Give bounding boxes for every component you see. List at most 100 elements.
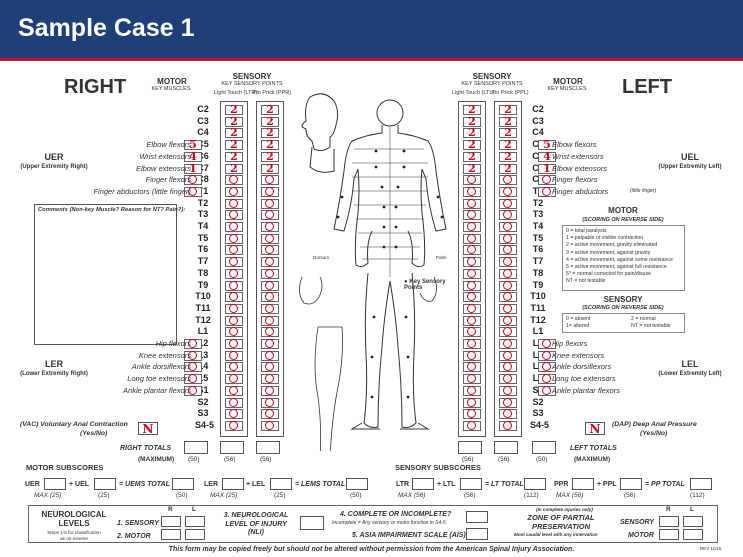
left-lt-zero-mark-l3 bbox=[467, 350, 476, 360]
uems-total-box[interactable] bbox=[172, 478, 194, 490]
left-pp-zero-mark-t12 bbox=[503, 315, 512, 325]
uel-sub-label: + UEL bbox=[69, 481, 90, 488]
left-lt-cell-c5[interactable] bbox=[463, 140, 481, 151]
lems-total-box[interactable] bbox=[346, 478, 368, 490]
ler-subscore-box[interactable] bbox=[222, 478, 244, 490]
right-lt-cell-c4[interactable] bbox=[225, 128, 243, 139]
right-motor-zero-mark-l4 bbox=[188, 362, 197, 372]
zpp-sensory-l-box[interactable] bbox=[683, 516, 703, 527]
uer-subscore-box[interactable] bbox=[44, 478, 66, 490]
right-pp-total-box[interactable] bbox=[256, 441, 280, 454]
left-pp-total-box[interactable] bbox=[494, 441, 518, 454]
zpp-motor-l-box[interactable] bbox=[683, 529, 703, 540]
uer-label: UER bbox=[44, 152, 64, 162]
right-lt-total-box[interactable] bbox=[220, 441, 244, 454]
uel-subscore-box[interactable] bbox=[94, 478, 116, 490]
right-key-muscles-heading: KEY MUSCLES bbox=[151, 86, 191, 92]
dap-answer-box[interactable]: N bbox=[585, 422, 605, 435]
right-pp-cell-c2[interactable] bbox=[261, 105, 279, 115]
ppr-subscore-box[interactable] bbox=[572, 478, 594, 490]
left-lt-zero-mark-t2 bbox=[467, 198, 476, 208]
zpp-l-heading: L bbox=[690, 506, 694, 513]
ler-sublabel: (Lower Extremity Right) bbox=[20, 371, 88, 377]
sensory-r-box[interactable] bbox=[161, 516, 181, 527]
right-muscle-c5: Elbow flexors bbox=[146, 140, 191, 150]
left-pp-cell-c3[interactable] bbox=[499, 116, 517, 127]
left-pp-cell-c6[interactable] bbox=[499, 151, 517, 162]
right-pp-cell-c4[interactable] bbox=[261, 128, 279, 139]
left-motor-cell-c7[interactable] bbox=[538, 163, 556, 174]
left-motor-zero-mark-t1 bbox=[542, 186, 551, 196]
ltl-subscore-box[interactable] bbox=[460, 478, 482, 490]
right-lt-cell-c7[interactable] bbox=[225, 163, 243, 174]
pp-total-box[interactable] bbox=[690, 478, 712, 490]
right-motor-total-box[interactable] bbox=[184, 441, 208, 454]
right-lt-zero-mark-t6 bbox=[229, 245, 238, 255]
right-motor-cell-c5[interactable] bbox=[184, 140, 202, 151]
left-motor-total-box[interactable] bbox=[532, 441, 556, 454]
right-lt-cell-c2[interactable] bbox=[225, 105, 243, 115]
sensory-l-box[interactable] bbox=[185, 516, 205, 527]
left-pp-value-c6: 2 bbox=[504, 149, 512, 163]
left-level-t4: T4 bbox=[532, 221, 544, 231]
left-lt-cell-c2[interactable] bbox=[463, 105, 481, 115]
ppl-subscore-box[interactable] bbox=[620, 478, 642, 490]
left-lt-cell-c6[interactable] bbox=[463, 151, 481, 162]
left-motor-value-c6: 4 bbox=[543, 149, 551, 163]
left-pp-cell-c2[interactable] bbox=[499, 105, 517, 115]
right-pp-zero-mark-t6 bbox=[265, 245, 274, 255]
right-lt-zero-mark-t3 bbox=[229, 210, 238, 220]
right-pp-cell-c5[interactable] bbox=[261, 140, 279, 151]
motor-l-box[interactable] bbox=[185, 529, 205, 540]
zpp-label: ZONE OF PARTIAL PRESERVATION bbox=[527, 513, 595, 531]
left-lt-cell-c7[interactable] bbox=[463, 163, 481, 174]
dap-label: (DAP) Deep Anal Pressure bbox=[612, 421, 697, 428]
left-lt-cell-c3[interactable] bbox=[463, 116, 481, 127]
left-pp-cell-c7[interactable] bbox=[499, 163, 517, 174]
left-muscle-c6: Wrist extensors bbox=[552, 151, 604, 161]
motor-scale-subtitle: (SCORING ON REVERSE SIDE) bbox=[582, 217, 664, 223]
motor-r-box[interactable] bbox=[161, 529, 181, 540]
neuro-levels-sub: Steps 1-5 for classification as on rever… bbox=[47, 530, 101, 541]
left-pp-value-c4: 2 bbox=[504, 126, 512, 140]
comments-box[interactable]: Comments (Non-key Muscle? Reason for NT?… bbox=[34, 204, 185, 345]
right-lt-cell-c5[interactable] bbox=[225, 140, 243, 151]
ltr-subscore-box[interactable] bbox=[412, 478, 434, 490]
zpp-sensory-r-box[interactable] bbox=[659, 516, 679, 527]
right-level-s2: S2 bbox=[197, 396, 209, 407]
right-level-l4: L4 bbox=[197, 361, 209, 372]
lel-subscore-box[interactable] bbox=[270, 478, 292, 490]
left-lt-zero-mark-t12 bbox=[467, 315, 476, 325]
right-lt-cell-c6[interactable] bbox=[225, 151, 243, 162]
left-lt-total-box[interactable] bbox=[458, 441, 482, 454]
right-motor-cell-c7[interactable] bbox=[184, 163, 202, 174]
left-motor-cell-c5[interactable] bbox=[538, 140, 556, 151]
right-level-t2: T2 bbox=[197, 197, 209, 208]
left-lt-zero-mark-t5 bbox=[467, 233, 476, 243]
left-motor-cell-c6[interactable] bbox=[538, 151, 556, 162]
complete-box[interactable] bbox=[466, 511, 488, 523]
uer-sublabel: (Upper Extremity Right) bbox=[20, 164, 88, 170]
right-motor-cell-c6[interactable] bbox=[184, 151, 202, 162]
left-lt-value-c4: 2 bbox=[468, 126, 476, 140]
right-level-l1: L1 bbox=[197, 326, 209, 337]
right-pp-cell-c3[interactable] bbox=[261, 116, 279, 127]
left-pp-cell-c5[interactable] bbox=[499, 140, 517, 151]
left-pp-cell-c4[interactable] bbox=[499, 128, 517, 139]
left-muscle-t1: Finger abductors bbox=[552, 186, 609, 196]
right-lt-zero-mark-t11 bbox=[229, 303, 238, 313]
right-pp-cell-c6[interactable] bbox=[261, 151, 279, 162]
lt-total-box[interactable] bbox=[524, 478, 546, 490]
right-pp-zero-mark-t8 bbox=[265, 268, 274, 278]
right-pp-cell-c7[interactable] bbox=[261, 163, 279, 174]
left-lt-zero-mark-t4 bbox=[467, 222, 476, 231]
right-lt-cell-c3[interactable] bbox=[225, 116, 243, 127]
ltl-max: (56) bbox=[464, 492, 476, 499]
vac-answer-box[interactable]: N bbox=[138, 422, 158, 435]
right-motor-value-c6: 4 bbox=[189, 149, 197, 163]
left-lt-cell-c4[interactable] bbox=[463, 128, 481, 139]
zpp-motor-r-box[interactable] bbox=[659, 529, 679, 540]
nli-box[interactable] bbox=[300, 516, 324, 530]
ais-box[interactable] bbox=[466, 528, 488, 540]
right-lt-value-c2: 2 bbox=[230, 103, 238, 116]
